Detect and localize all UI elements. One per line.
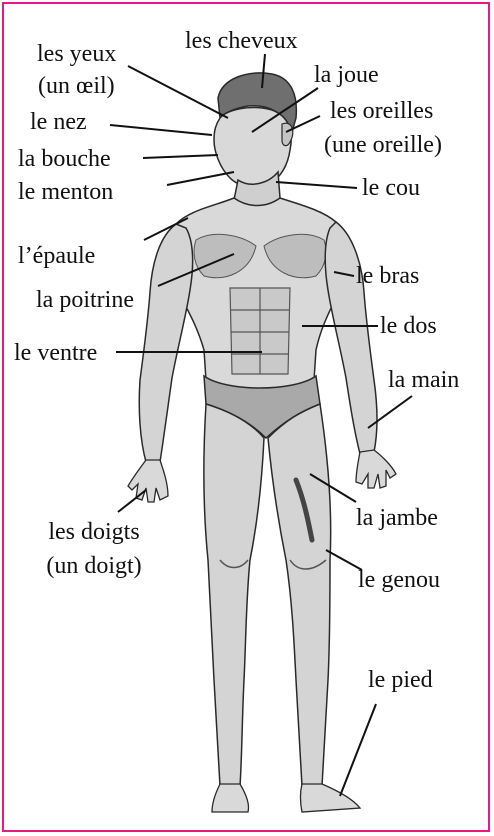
abdominal-muscles [230, 288, 290, 374]
label-le-nez: le nez [30, 108, 87, 136]
label-le-pied: le pied [368, 666, 433, 694]
leader-les-yeux [128, 66, 228, 118]
leader-le-nez [110, 125, 212, 135]
label-le-dos: le dos [380, 312, 437, 340]
left-leg [204, 404, 264, 786]
right-hand [356, 450, 396, 488]
label-le-genou: le genou [358, 566, 440, 594]
left-foot [212, 784, 249, 812]
leader-le-pied [340, 704, 376, 796]
right-arm [325, 222, 377, 454]
left-hand [128, 460, 168, 502]
label-le-menton: le menton [18, 178, 113, 206]
label-un-doigt: (un doigt) [24, 552, 164, 580]
head [214, 108, 291, 188]
right-leg [268, 404, 331, 786]
label-l-epaule: l’épaule [18, 242, 95, 270]
label-une-oreille: (une oreille) [324, 131, 442, 159]
label-la-poitrine: la poitrine [36, 286, 134, 314]
label-les-doigts: les doigts [24, 518, 164, 546]
label-la-main: la main [388, 366, 459, 394]
label-la-bouche: la bouche [18, 145, 111, 173]
label-un-oeil: (un œil) [38, 72, 115, 100]
leader-le-genou [326, 550, 362, 570]
leader-le-cou [276, 182, 357, 188]
label-le-ventre: le ventre [14, 339, 97, 367]
label-la-joue: la joue [314, 61, 379, 89]
left-arm [139, 224, 192, 462]
label-le-bras: le bras [356, 262, 419, 290]
leader-le-menton [167, 172, 234, 185]
leader-la-bouche [143, 155, 218, 158]
label-les-yeux: les yeux [37, 40, 116, 68]
label-les-cheveux: les cheveux [185, 27, 298, 55]
right-foot [301, 784, 361, 812]
leader-les-doigts [118, 490, 146, 512]
label-le-cou: le cou [362, 174, 420, 202]
label-les-oreilles: les oreilles [330, 97, 433, 125]
label-la-jambe: la jambe [356, 504, 438, 532]
